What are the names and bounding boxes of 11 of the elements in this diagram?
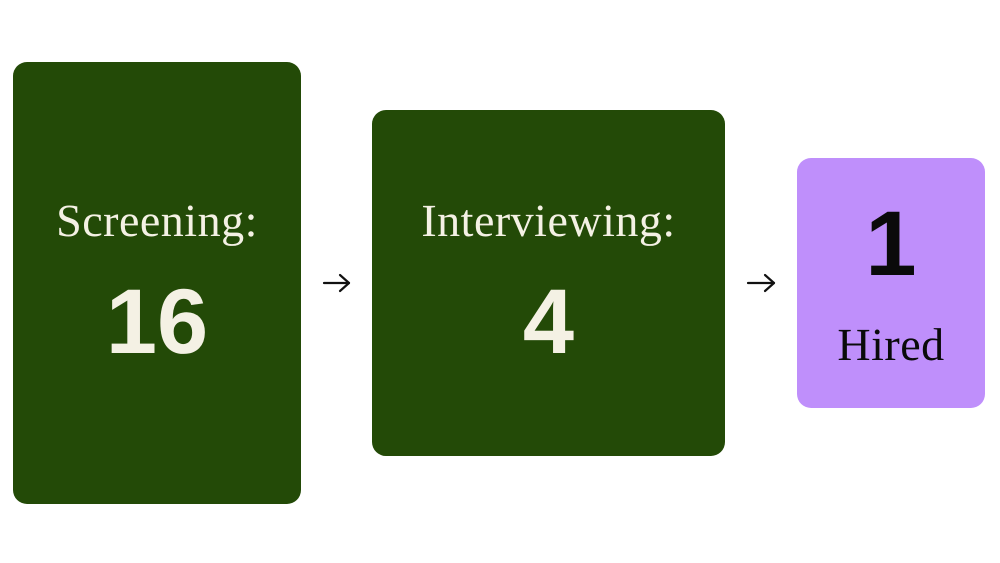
arrow bbox=[322, 274, 350, 292]
stage-count: 16 bbox=[106, 276, 208, 368]
stage-label: Interviewing: bbox=[421, 198, 676, 244]
stage-label: Hired bbox=[837, 322, 945, 368]
stage-card bbox=[797, 158, 985, 408]
stage-card bbox=[372, 110, 725, 456]
stage-count: 4 bbox=[522, 276, 574, 368]
stage-card bbox=[13, 62, 301, 504]
stage-count: 1 bbox=[865, 198, 917, 290]
arrow bbox=[746, 274, 776, 292]
stage-label: Screening: bbox=[56, 198, 258, 244]
